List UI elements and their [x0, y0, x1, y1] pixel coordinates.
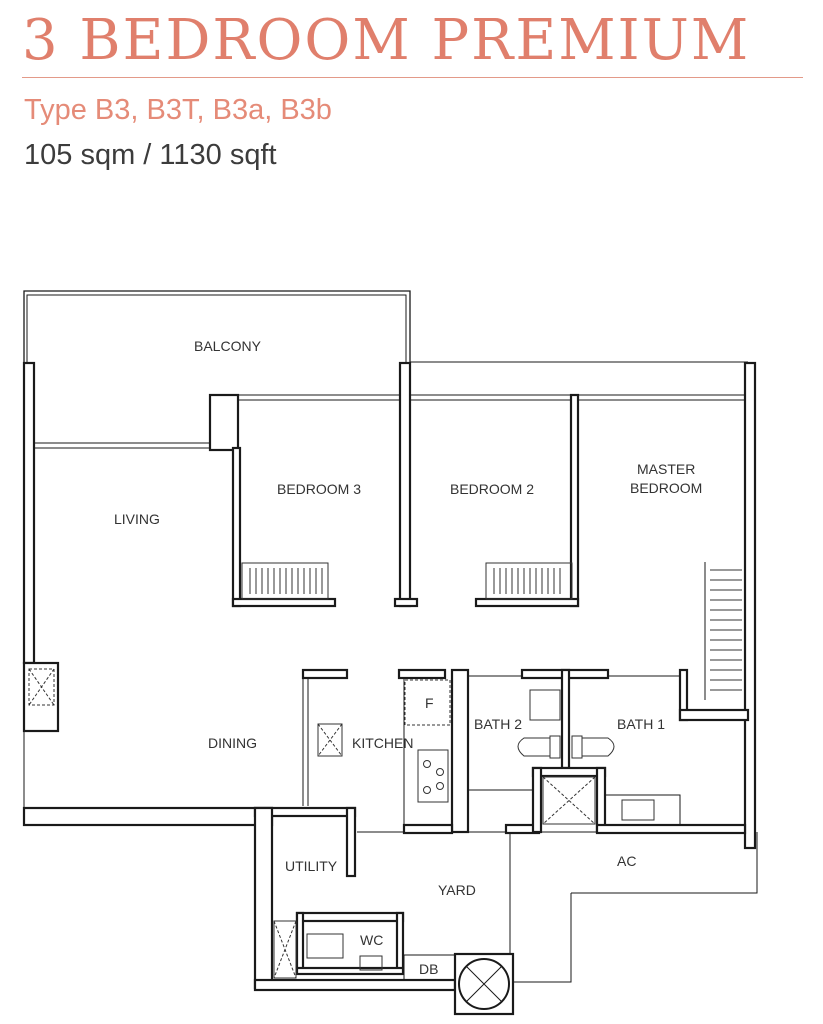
label-dining: DINING: [208, 735, 257, 751]
wall-west-living: [22, 361, 36, 665]
wall-utility-west: [253, 806, 274, 990]
label-db: DB: [419, 961, 438, 977]
bath1-toilet: [581, 737, 615, 757]
fridge-outline: [404, 679, 451, 726]
bath2-basin: [529, 689, 561, 721]
title-divider: [22, 77, 803, 78]
label-fridge: F: [425, 695, 434, 711]
label-bath2: BATH 2: [474, 716, 522, 732]
label-kitchen: KITCHEN: [352, 735, 413, 751]
shaft-living: [28, 668, 55, 706]
shower-shaft: [542, 776, 596, 825]
utility-shaft: [273, 920, 297, 979]
wall-between-bed3-bed2: [398, 361, 412, 608]
wardrobe-bedroom3: [241, 562, 329, 600]
wardrobe-bedroom2: [485, 562, 573, 600]
label-ac: AC: [617, 853, 636, 869]
bath1-basin: [621, 799, 655, 821]
wall-bedroom2-south: [474, 597, 580, 608]
wall-south-living: [22, 806, 274, 827]
label-bedroom2: BEDROOM 2: [450, 481, 534, 497]
wall-kitchen-east: [450, 668, 470, 834]
bath2-toilet: [517, 737, 551, 757]
unit-types: Type B3, B3T, B3a, B3b: [24, 94, 332, 126]
wall-bedroom3-south: [231, 597, 337, 608]
wardrobe-master: [710, 569, 742, 691]
wall-bath-divider: [560, 668, 571, 770]
page-title: 3 BEDROOM PREMIUM: [22, 8, 751, 73]
label-wc: WC: [360, 932, 383, 948]
wall-column-living: [208, 393, 240, 452]
wc-basin: [359, 955, 383, 971]
wc-toilet: [306, 933, 344, 959]
label-living: LIVING: [114, 511, 160, 527]
label-yard: YARD: [438, 882, 476, 898]
label-utility: UTILITY: [285, 858, 338, 874]
label-bedroom3: BEDROOM 3: [277, 481, 361, 497]
round-shaft: [453, 952, 515, 1016]
label-balcony: BALCONY: [194, 338, 262, 354]
wall-bedroom3-west: [231, 446, 242, 608]
unit-area: 105 sqm / 1130 sqft: [24, 139, 277, 171]
wall-east: [743, 361, 757, 850]
label-master-2: BEDROOM: [630, 480, 702, 496]
shaft-kitchen: [317, 723, 343, 757]
label-master-1: MASTER: [637, 461, 695, 477]
balcony-railing: [23, 290, 411, 362]
window-line: [236, 394, 748, 401]
cooker-hob: [417, 749, 449, 803]
label-bath1: BATH 1: [617, 716, 665, 732]
